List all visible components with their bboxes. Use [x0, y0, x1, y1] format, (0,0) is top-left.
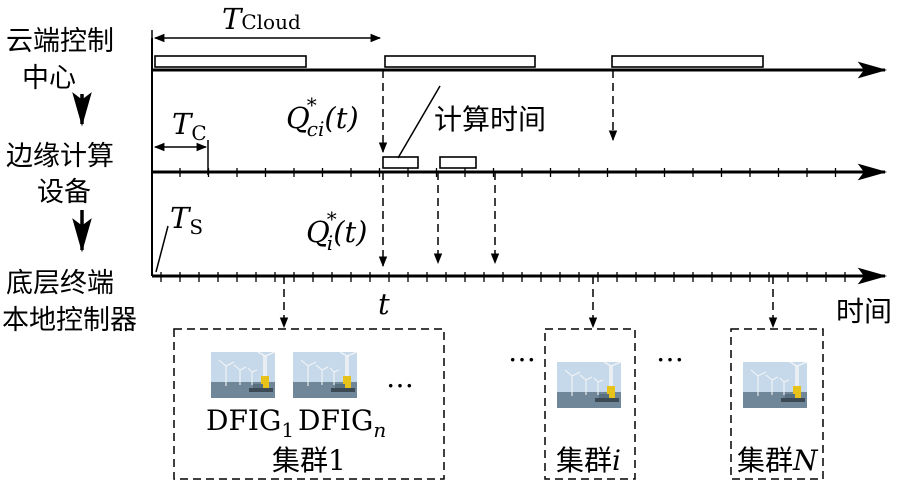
- cluster-1-box: [173, 328, 445, 480]
- between-clusters-ellipsis-1: …: [508, 335, 536, 368]
- cluster-N-box: [730, 328, 824, 480]
- edge-compute-bar-1: [382, 156, 419, 169]
- t-s-label: TS: [170, 201, 203, 239]
- cluster-i-box: [544, 328, 636, 480]
- t-c-label: TC: [172, 107, 207, 145]
- cluster-N-label: 集群N: [737, 444, 819, 477]
- wind-turbine-photo: [293, 352, 357, 398]
- cloud-compute-bar-1: [154, 55, 307, 68]
- compute-time-label: 计算时间: [434, 103, 546, 136]
- dfig-1-label: DFIG1: [206, 404, 294, 442]
- wind-turbine-photo: [557, 362, 621, 408]
- q-i-label: Q*i(t): [306, 207, 367, 255]
- dfig-n-label: DFIGn: [298, 404, 386, 442]
- edge-compute-bar-2: [439, 156, 477, 169]
- between-clusters-ellipsis-2: …: [656, 335, 684, 368]
- cloud-layer-label-line1: 云端控制: [6, 26, 114, 57]
- wind-turbine-photo: [743, 362, 807, 408]
- cluster-i-label: 集群i: [556, 444, 621, 477]
- local-layer-label-line1: 底层终端: [6, 268, 114, 299]
- edge-axis-ticks: [179, 168, 837, 177]
- t-s-pointer: [155, 225, 169, 273]
- cluster-1-ellipsis: …: [386, 361, 414, 394]
- cloud-layer-label-line2: 中心: [22, 63, 76, 94]
- t-cloud-label: TCloud: [222, 2, 301, 36]
- time-marker-t: t: [378, 287, 390, 321]
- cloud-compute-bar-2: [384, 55, 536, 68]
- compute-time-pointer: [397, 85, 441, 159]
- local-axis-ticks: [160, 272, 846, 282]
- local-layer-label-line2: 本地控制器: [2, 305, 137, 336]
- wind-turbine-photo: [211, 352, 275, 398]
- time-axis-label: 时间: [836, 295, 892, 328]
- cluster-1-label: 集群1: [272, 444, 346, 477]
- edge-layer-label-line1: 边缘计算: [6, 141, 114, 172]
- edge-layer-label-line2: 设备: [37, 177, 91, 208]
- cloud-compute-bar-3: [611, 55, 764, 68]
- q-ci-label: Q*ci(t): [286, 93, 359, 141]
